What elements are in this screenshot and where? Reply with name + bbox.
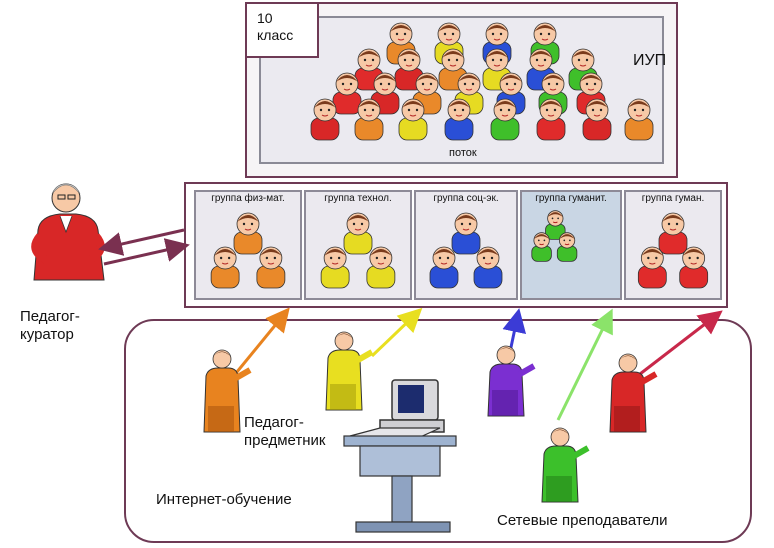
group-panel-humanities: группа гуман. [624, 190, 722, 300]
student-icon [624, 98, 654, 141]
teacher-yellow [325, 331, 374, 411]
student-icon [256, 246, 286, 289]
arrow-purple-teacher [502, 308, 527, 353]
curator-figure [31, 183, 105, 281]
desk-icon [343, 435, 457, 533]
computer-desk [343, 379, 457, 533]
student-icon [210, 246, 240, 289]
group-panel-phys-math: группа физ-мат. [194, 190, 302, 300]
student-icon [343, 212, 373, 255]
stream-label: поток [449, 147, 477, 159]
stream-panel: поток ИУП 10 класс [245, 2, 678, 178]
teacher-icon [325, 331, 374, 411]
teacher-icon [609, 353, 658, 433]
curator-label: Педагог- куратор [20, 308, 80, 344]
student-icon [320, 246, 350, 289]
group-students [210, 212, 286, 289]
teacher-icon [203, 349, 252, 433]
student-icon [310, 98, 340, 141]
student-icon [637, 246, 667, 289]
stream-inner-frame: поток ИУП [259, 16, 667, 164]
group-students [429, 212, 503, 289]
curator-label-line1: Педагог- [20, 308, 80, 325]
internet-learning-label: Интернет-обучение [156, 491, 292, 508]
teacher-icon [487, 345, 536, 417]
group-label: группа физ-мат. [211, 193, 285, 204]
group-panel-humanities-small: группа гуманит. [520, 190, 622, 300]
student-icon [354, 98, 384, 141]
student-icon [658, 212, 688, 255]
class-label: 10 класс [257, 10, 294, 43]
curator-arrows [98, 228, 190, 266]
arrow-yellow-teacher [370, 307, 423, 358]
subject-teacher-label-line2: предметник [244, 432, 326, 449]
teacher-red [609, 353, 658, 433]
group-students [320, 212, 396, 289]
group-label: группа соц-эк. [433, 193, 499, 204]
student-icon [582, 98, 612, 141]
student-icon [556, 232, 578, 262]
group-panel-tech: группа технол. [304, 190, 412, 300]
arrow-green-teacher [556, 308, 613, 421]
arrow-to-curator [98, 228, 185, 256]
student-icon [536, 98, 566, 141]
student-icon [398, 98, 428, 141]
group-students [531, 210, 578, 262]
iup-label: ИУП [633, 52, 667, 69]
arrow-orange-teacher [230, 307, 290, 379]
subject-teacher-label: Педагог- предметник [244, 414, 325, 450]
students-crowd [310, 22, 654, 141]
student-icon [444, 98, 474, 141]
teacher-orange [203, 349, 252, 433]
group-panel-soc-econ: группа соц-эк. [414, 190, 518, 300]
student-icon [429, 246, 459, 289]
teacher-purple [487, 345, 536, 417]
group-students [637, 212, 709, 289]
groups-frame: группа физ-мат. группа технол. группа со… [184, 182, 728, 308]
curator-icon [31, 183, 105, 281]
student-icon [332, 72, 362, 115]
group-label: группа технол. [324, 193, 392, 204]
arrow-to-groups [103, 238, 190, 266]
group-label: группа гуман. [641, 193, 705, 204]
internet-learning-frame [124, 319, 752, 543]
student-icon [679, 246, 709, 289]
curator-label-line2: куратор [20, 326, 74, 343]
student-icon [490, 98, 520, 141]
subject-teacher-label-line1: Педагог- [244, 414, 304, 431]
student-icon [531, 232, 552, 262]
teacher-green [541, 427, 590, 503]
group-label: группа гуманит. [535, 193, 607, 204]
computer-icon [349, 379, 445, 439]
arrow-red-teacher [639, 310, 723, 376]
student-icon [451, 212, 481, 255]
student-icon [545, 210, 566, 240]
student-icon [233, 212, 263, 255]
student-icon [366, 246, 396, 289]
student-icon [482, 48, 512, 91]
network-teachers-label: Сетевые преподаватели [497, 512, 668, 529]
class-label-box: 10 класс [245, 2, 319, 58]
student-icon [473, 246, 503, 289]
teacher-icon [541, 427, 590, 503]
